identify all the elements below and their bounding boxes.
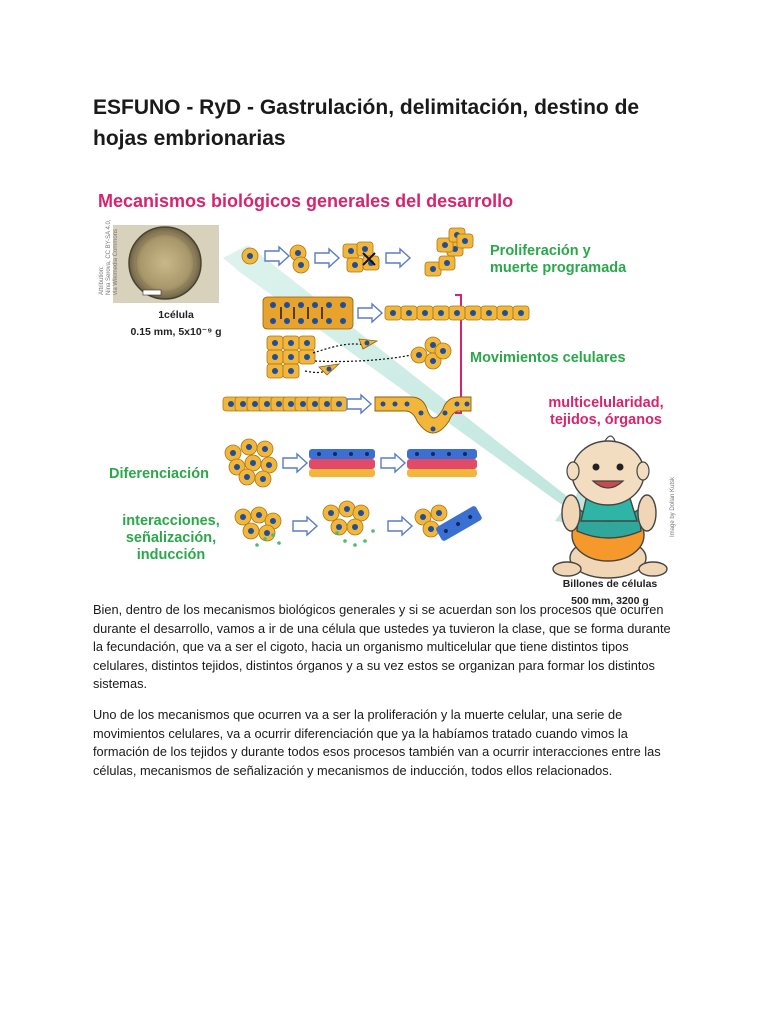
differentiation-label: Diferenciación — [109, 466, 209, 482]
multicellularity-label: multicelularidad, tejidos, órganos — [531, 395, 681, 429]
figure-heading: Mecanismos biológicos generales del desa… — [98, 191, 514, 211]
migration-row — [266, 335, 452, 379]
attribution-line-2: Nina Serova, CC BY-SA 4.0, — [106, 219, 112, 295]
paragraph-1: Bien, dentro de los mecanismos biológico… — [93, 602, 671, 691]
proliferation-row — [241, 227, 474, 277]
intercalation-row — [262, 296, 530, 330]
movements-bracket — [455, 294, 462, 414]
figure-illustration — [113, 225, 668, 579]
single-cell-label: 1célula — [158, 309, 194, 321]
proliferation-label-line-2: muerte programada — [490, 260, 627, 276]
photo-attribution: Attribution: Nina Serova, CC BY-SA 4.0, … — [99, 220, 120, 295]
multicellularity-label-line-1: multicelularidad, — [548, 395, 664, 411]
document-title: ESFUNO - RyD - Gastrulación, delimitació… — [93, 96, 640, 150]
attribution-line-1: Attribution: — [99, 266, 105, 295]
invagination-row — [222, 394, 472, 434]
multicellularity-label-line-2: tejidos, órganos — [550, 412, 662, 428]
interactions-label-line-3: inducción — [136, 547, 206, 563]
growth-arrow — [223, 245, 598, 528]
interactions-label-line-1: interacciones, — [122, 513, 220, 529]
development-mechanisms-figure: Mecanismos biológicos generales del desa… — [93, 183, 683, 607]
single-cell-photo — [113, 225, 219, 303]
billions-size: 500 mm, 3200 g — [571, 595, 649, 607]
differentiation-row — [224, 438, 477, 488]
billions-caption: Billones de células 500 mm, 3200 g — [555, 576, 665, 610]
single-cell-size: 0.15 mm, 5x10⁻⁹ g — [130, 326, 222, 338]
interactions-label-line-2: señalización, — [125, 530, 217, 546]
proliferation-label: Proliferación y muerte programada — [490, 243, 626, 277]
single-cell-caption: 1célula 0.15 mm, 5x10⁻⁹ g — [121, 307, 231, 341]
proliferation-label-line-1: Proliferación y — [490, 243, 591, 259]
interactions-row — [234, 500, 482, 547]
billions-label: Billones de células — [562, 578, 658, 590]
baby-image-credit: Image by Dollan Kutsk — [670, 476, 676, 537]
cell-movements-label: Movimientos celulares — [470, 350, 626, 366]
baby-illustration — [552, 435, 668, 579]
attribution-line-3: via Wikimedia Commons — [113, 228, 119, 295]
paragraph-2: Uno de los mecanismos que ocurren va a s… — [93, 707, 661, 778]
interactions-label: interacciones, señalización, inducción — [113, 513, 229, 564]
